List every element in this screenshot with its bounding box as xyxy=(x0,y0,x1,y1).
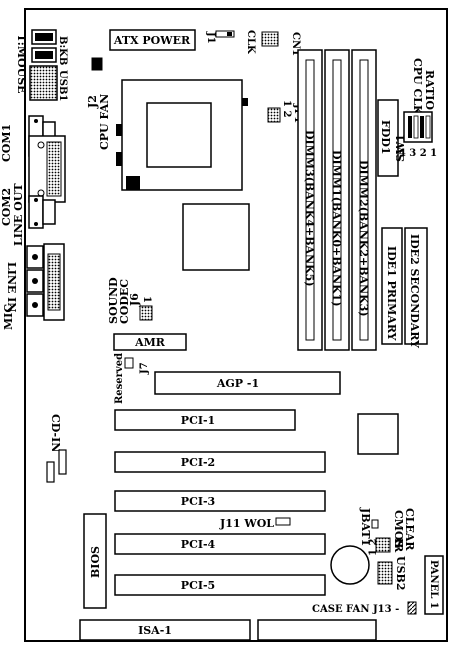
line-in-label: LINE IN xyxy=(5,262,18,312)
codec-label: CODEC xyxy=(118,279,131,324)
com2-port xyxy=(28,195,56,229)
ratio-digits: 4 3 2 1 xyxy=(399,148,437,159)
j7-header xyxy=(124,357,134,369)
j7-label: J7 xyxy=(139,362,150,375)
cmos-battery xyxy=(330,545,370,585)
case-fan-label: CASE FAN J13 - xyxy=(312,604,399,615)
cn1-label: CN1 xyxy=(290,32,301,56)
j6-pins-label: 1 2 xyxy=(141,296,152,313)
amr-slot xyxy=(113,333,187,351)
dimm2-label: DIMM2(BANK2+BANK3) xyxy=(357,160,370,317)
dimm1-slot xyxy=(324,49,350,351)
j1-header xyxy=(215,30,235,38)
panel1-label: PANEL 1 xyxy=(428,560,439,609)
pci4-label: PCI-4 xyxy=(181,538,216,551)
ide1-connector xyxy=(381,227,403,345)
clk-label: CLK xyxy=(245,30,256,54)
dimm1-label: DIMM1(BANK0+BANK1) xyxy=(330,150,343,307)
ide2-connector xyxy=(404,227,428,345)
dimm2-slot xyxy=(351,49,377,351)
mic-label: MIC xyxy=(2,304,15,330)
jbat1-label: JBAT1 xyxy=(359,507,372,546)
pci5-slot xyxy=(114,574,326,596)
jbat1-jumper xyxy=(371,519,379,529)
ide2-label: IDE2 SECONDARY xyxy=(408,234,421,348)
amr-label: AMR xyxy=(134,336,166,349)
ir-header xyxy=(375,537,391,553)
atx-power-connector xyxy=(109,29,196,51)
atx-power-label: ATX POWER xyxy=(113,34,191,47)
cd-in-connector xyxy=(46,449,67,483)
ps2-ports xyxy=(31,29,57,63)
t-mouse-label: T:MOUSE xyxy=(15,34,28,94)
j1-label: J1 xyxy=(205,31,216,44)
pci3-slot xyxy=(114,490,326,512)
com2-label: COM2 xyxy=(0,188,13,226)
reserved-label: Reserved xyxy=(114,353,125,404)
b-kb-label: B:KB xyxy=(57,36,68,65)
sw1-switches xyxy=(408,115,431,139)
agp1-slot xyxy=(154,371,341,395)
audio-jacks xyxy=(26,245,44,317)
ratio-label: RATIO xyxy=(423,70,436,110)
panel1-header xyxy=(424,555,444,615)
pci2-label: PCI-2 xyxy=(181,456,215,469)
southbridge-chip xyxy=(357,413,399,455)
dimm3-label: DIMM3(BANK4+BANK5) xyxy=(303,130,316,287)
board-outline xyxy=(24,8,448,642)
bios-label: BIOS xyxy=(89,546,102,578)
northbridge-chip xyxy=(182,203,250,271)
jp1-pins-label: 1 2 xyxy=(281,100,292,117)
usb2-header xyxy=(377,561,393,585)
bios-chip xyxy=(83,513,107,609)
line-out-label: LINE OUT xyxy=(12,183,25,246)
isa1-label: ISA-1 xyxy=(138,624,172,637)
sw1-label: SW1 xyxy=(394,134,407,162)
j11-wol-label: J11 WOL xyxy=(219,517,274,530)
j6-jumper xyxy=(139,305,153,321)
fdd1-label: FDD1 xyxy=(379,120,392,155)
cpu-fan-label: CPU FAN xyxy=(98,94,111,150)
pci4-slot xyxy=(114,533,326,555)
parallel-port xyxy=(28,135,66,203)
clk-jumper xyxy=(261,31,279,47)
pci1-slot xyxy=(114,409,296,431)
clear-label: CLEAR xyxy=(403,508,416,551)
usb2-pins-label: 1 2 xyxy=(368,539,379,556)
fdd1-connector xyxy=(377,99,399,177)
game-port xyxy=(43,243,65,321)
usb1-port xyxy=(29,65,58,101)
pci2-slot xyxy=(114,451,326,473)
agp1-label: AGP -1 xyxy=(216,377,259,390)
ir-label: IR xyxy=(392,538,405,553)
com1-label: COM1 xyxy=(0,124,13,162)
case-fan-header xyxy=(407,601,417,615)
cpu-clk-label: CPU CLK xyxy=(411,58,424,115)
pci5-label: PCI-5 xyxy=(181,579,215,592)
dimm3-slot xyxy=(297,49,323,351)
pci1-label: PCI-1 xyxy=(181,414,215,427)
isa1-slot-extension xyxy=(257,619,377,641)
jp1-jumper xyxy=(267,107,281,123)
usb1-label: USB1 xyxy=(57,70,68,101)
usb2-label: USB2 xyxy=(394,556,407,591)
cpu-fan-header xyxy=(91,57,103,71)
sound-label: SOUND xyxy=(107,277,120,324)
cmos-label: CMOS xyxy=(392,510,405,549)
j2-label: J2 xyxy=(86,95,99,109)
wol-header xyxy=(275,517,291,526)
cpu-socket xyxy=(116,79,248,191)
isa1-slot xyxy=(79,619,251,641)
ide1-label: IDE1 PRIMARY xyxy=(385,246,398,341)
pci3-label: PCI-3 xyxy=(181,495,215,508)
j6-label: J6 xyxy=(128,293,141,307)
cd-in-label: CD-IN xyxy=(49,414,62,452)
